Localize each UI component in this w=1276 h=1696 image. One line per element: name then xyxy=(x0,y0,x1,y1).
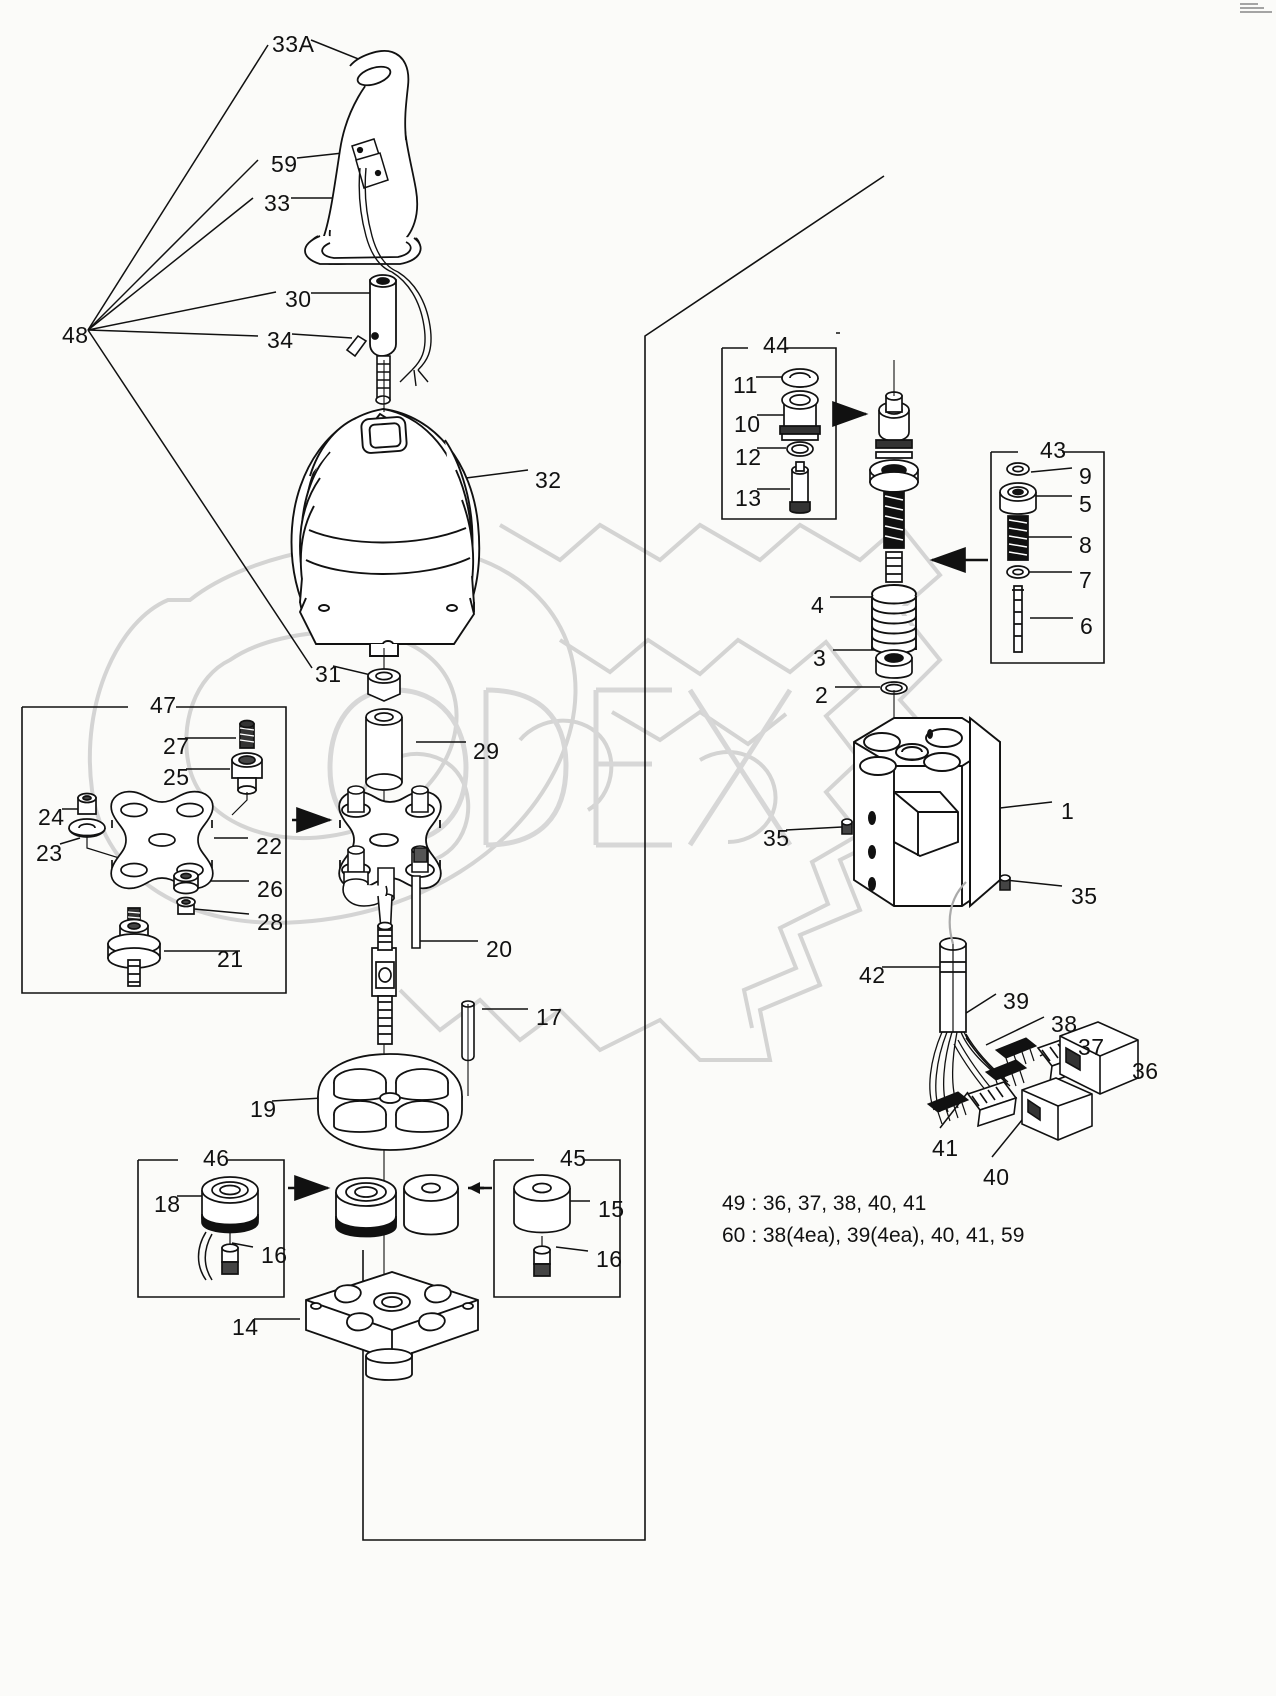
callout-sensor-kit-group: 46 xyxy=(203,1145,230,1171)
callout-inner-spring: 8 xyxy=(1079,532,1093,558)
callout-hex-nut: 24 xyxy=(38,804,65,830)
callout-cam-disc: 19 xyxy=(250,1096,277,1122)
callout-guide-pin: 17 xyxy=(536,1004,563,1030)
callout-plug-screw-left: 35 xyxy=(763,825,790,851)
corner-mark xyxy=(1238,2,1274,16)
callout-lock-nut: 31 xyxy=(315,661,342,687)
callout-roll-pin: 34 xyxy=(267,327,294,353)
callout-retaining-washer: 9 xyxy=(1079,463,1093,489)
legend-line-1: 49 : 36, 37, 38, 40, 41 xyxy=(722,1192,927,1215)
callout-push-rod: 6 xyxy=(1080,613,1094,639)
callout-pivot-stud: 21 xyxy=(217,946,244,972)
callout-terminal-pin-a: 39 xyxy=(1003,988,1030,1014)
legend-line-2: 60 : 38(4ea), 39(4ea), 40, 41, 59 xyxy=(722,1224,1025,1247)
callout-pin-left: 16 xyxy=(261,1242,288,1268)
callout-base-plate: 14 xyxy=(232,1314,259,1340)
callout-spacer-washer: 26 xyxy=(257,876,284,902)
callout-spacer-sleeve: 29 xyxy=(473,738,500,764)
callout-cam-plate: 22 xyxy=(256,833,283,859)
callout-adjuster-bushing: 25 xyxy=(163,764,190,790)
callout-sensor-bushing: 18 xyxy=(154,1191,181,1217)
callout-main-spring: 4 xyxy=(811,592,825,618)
callout-valve-body: 1 xyxy=(1061,798,1075,824)
callout-spool-pin: 13 xyxy=(735,485,762,511)
callout-washer: 7 xyxy=(1079,567,1093,593)
callout-switch-module: 59 xyxy=(271,151,298,177)
callout-yoke-link: 20 xyxy=(486,936,513,962)
callout-terminal-pin-b: 38 xyxy=(1051,1011,1078,1037)
callout-joystick-grip: 33 xyxy=(264,190,291,216)
callout-flat-washer: 23 xyxy=(36,840,63,866)
callout-joystick-grip-top: 33A xyxy=(272,31,315,57)
callout-pin-right: 16 xyxy=(596,1246,623,1272)
callout-plate-kit-group: 47 xyxy=(150,692,177,718)
callout-plug-screw-right: 35 xyxy=(1071,883,1098,909)
callout-bushing-kit-group: 45 xyxy=(560,1145,587,1171)
callout-connector-small-a: 41 xyxy=(932,1135,959,1161)
callout-o-ring-seal: 2 xyxy=(815,682,829,708)
callout-spring-seat: 5 xyxy=(1079,491,1093,517)
callout-set-screw: 27 xyxy=(163,733,190,759)
callout-connector-housing-a: 37 xyxy=(1078,1034,1105,1060)
callout-grip-assembly-group: 48 xyxy=(62,322,89,348)
callout-spring-kit-group: 43 xyxy=(1040,437,1067,463)
callout-connector-housing-b: 36 xyxy=(1132,1058,1159,1084)
callout-cartridge-kit-group: 44 xyxy=(763,332,790,358)
callout-spool-assembly: 3 xyxy=(813,645,827,671)
callout-bushing: 15 xyxy=(598,1196,625,1222)
callout-lock-nut-small: 28 xyxy=(257,909,284,935)
callout-cable-boot: 42 xyxy=(859,962,886,988)
callout-seal-ring: 11 xyxy=(733,372,758,398)
callout-plug-body: 10 xyxy=(734,411,761,437)
callout-grip-collar: 30 xyxy=(285,286,312,312)
callout-rubber-boot: 32 xyxy=(535,467,562,493)
callout-o-ring: 12 xyxy=(735,444,762,470)
callout-connector-small-b: 40 xyxy=(983,1164,1010,1190)
